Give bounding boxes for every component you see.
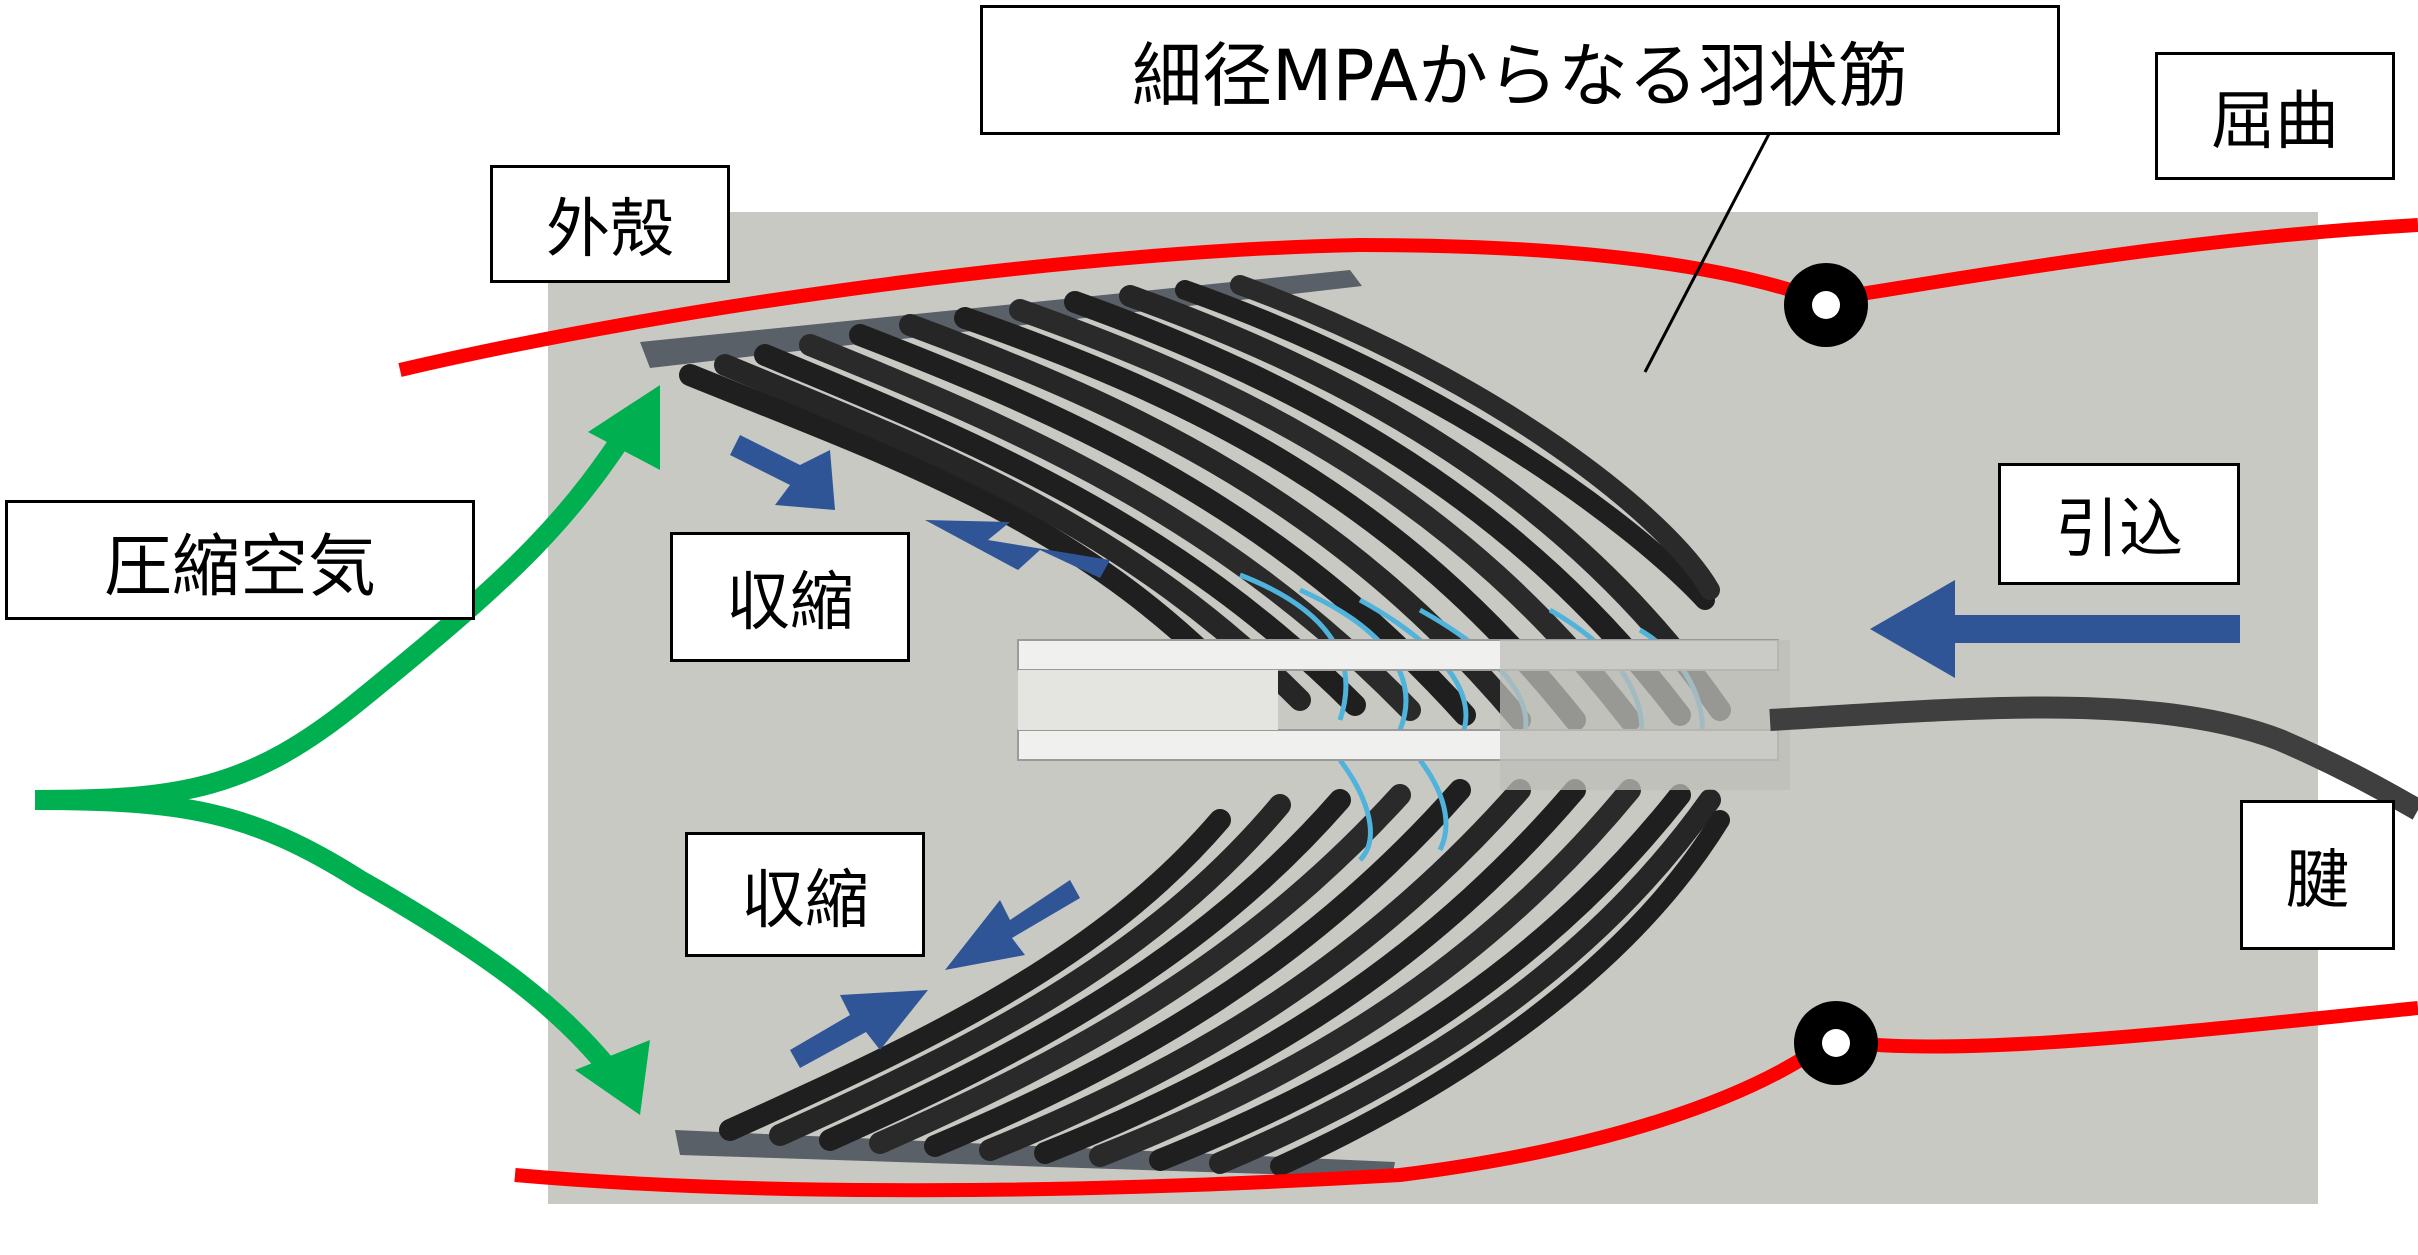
shell-line-upper: [398, 218, 2418, 377]
shell-line-lower: [514, 1001, 2418, 1198]
air-arrow-lower: [34, 790, 618, 1077]
title-label: 細径MPAからなる羽状筋: [980, 5, 2060, 135]
joint-ring-icon: [1784, 263, 1868, 347]
contraction-label-upper: 収縮: [670, 532, 910, 662]
tendon-label: 腱: [2240, 800, 2395, 950]
air-arrowhead-upper: [588, 385, 660, 470]
upper-muscle-bundle: [679, 275, 1731, 731]
joint-ring-icon: [1794, 1001, 1878, 1085]
lower-muscle-bundle: [719, 779, 1730, 1176]
air-arrow-upper: [34, 404, 649, 810]
central-spine: [1017, 639, 1790, 790]
pull-in-label: 引込: [1998, 463, 2240, 585]
contraction-label-lower: 収縮: [685, 832, 925, 957]
arrow-icon: [1870, 580, 2240, 678]
bend-label: 屈曲: [2155, 52, 2395, 180]
compressed-air-label: 圧縮空気: [5, 500, 475, 620]
shell-label: 外殻: [490, 165, 730, 283]
tendon-cable: [1769, 696, 2418, 820]
arrow-icon: [790, 880, 1080, 1068]
air-arrowhead-lower: [575, 1040, 650, 1115]
title-leader-line: [1643, 131, 1772, 373]
arrow-icon: [730, 435, 1110, 578]
